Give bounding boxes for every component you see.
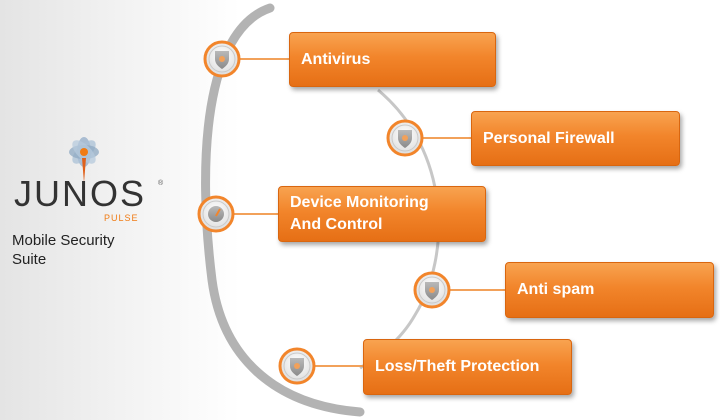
pulse-logo-icon [69,137,99,183]
registered-mark: ® [158,180,164,187]
feature-label: Anti spam [517,281,595,298]
feature-label: Loss/Theft Protection [375,358,540,375]
feature-label: Personal Firewall [483,129,615,147]
firewall-shield-icon [386,119,424,157]
junos-wordmark: JUNOS [14,173,147,214]
shield-icon [203,40,241,78]
gear-shield-icon [278,347,316,385]
feature-device-monitoring: Device Monitoring And Control [278,186,486,242]
gauge-icon [197,195,235,233]
feature-label: Device Monitoring And Control [290,194,429,233]
feature-loss-theft-protection: Loss/Theft Protection [363,339,572,395]
feature-antivirus: Antivirus [289,32,496,87]
product-name: Mobile Security Suite [12,232,115,268]
feature-personal-firewall: Personal Firewall [471,111,680,166]
feature-anti-spam: Anti spam [505,262,714,318]
pulse-subbrand: PULSE [104,213,139,223]
shield-icon [413,271,451,309]
feature-label: Antivirus [301,50,371,68]
